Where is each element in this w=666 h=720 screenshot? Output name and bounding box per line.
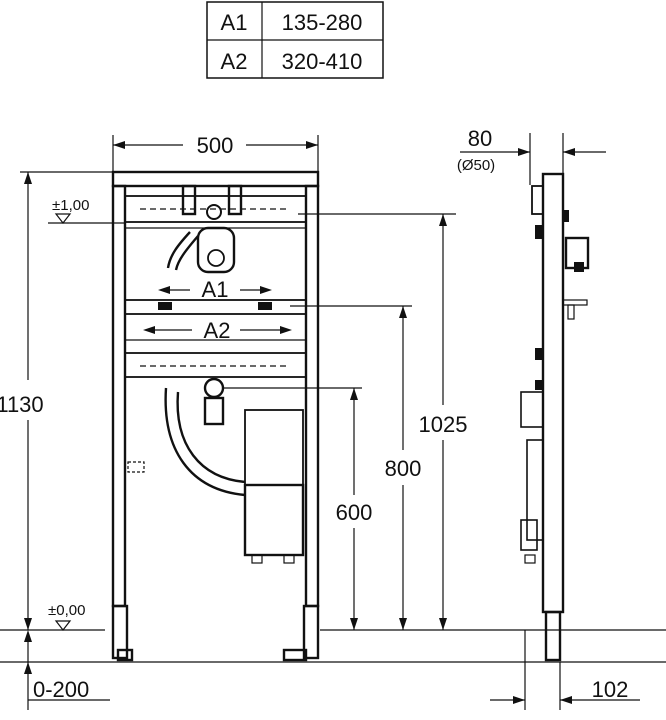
floor-lines — [0, 629, 666, 663]
offset-dimension: 102 — [490, 630, 640, 710]
height-800-dimension: 800 — [290, 305, 422, 630]
height-total-label: 1130 — [0, 392, 44, 417]
height-600-dimension: 600 — [223, 387, 373, 630]
side-view — [520, 172, 590, 662]
width-dimension: 500 — [112, 133, 319, 172]
floor-adjust-dimension: 0-200 — [24, 630, 110, 710]
level-top-label: ±1,00 — [52, 197, 89, 214]
width-label: 500 — [197, 133, 234, 158]
height-800-label: 800 — [385, 456, 422, 481]
level-floor-label: ±0,00 — [48, 602, 85, 619]
table-key-a1: A1 — [221, 10, 248, 35]
dimension-table: A1 135-280 A2 320-410 — [206, 1, 384, 79]
a2-label: A2 — [204, 318, 231, 343]
height-1130-dimension: 1130 — [0, 171, 113, 630]
table-value-a1: 135-280 — [282, 10, 363, 35]
table-value-a2: 320-410 — [282, 49, 363, 74]
floor-adjust-label: 0-200 — [33, 677, 89, 702]
level-markers: ±1,00 ±0,00 — [48, 197, 125, 631]
height-1025-label: 1025 — [419, 412, 468, 437]
offset-label: 102 — [592, 677, 629, 702]
front-frame — [111, 170, 320, 662]
a1-label: A1 — [202, 277, 229, 302]
depth-label: 80 — [468, 126, 492, 151]
table-key-a2: A2 — [221, 49, 248, 74]
pipe-diameter-label: (Ø50) — [457, 157, 495, 174]
height-600-label: 600 — [336, 500, 373, 525]
height-1025-dimension: 1025 — [298, 213, 468, 630]
a-dimensions: A1 A2 — [143, 277, 292, 343]
depth-dimension: 80 (Ø50) — [457, 126, 606, 185]
